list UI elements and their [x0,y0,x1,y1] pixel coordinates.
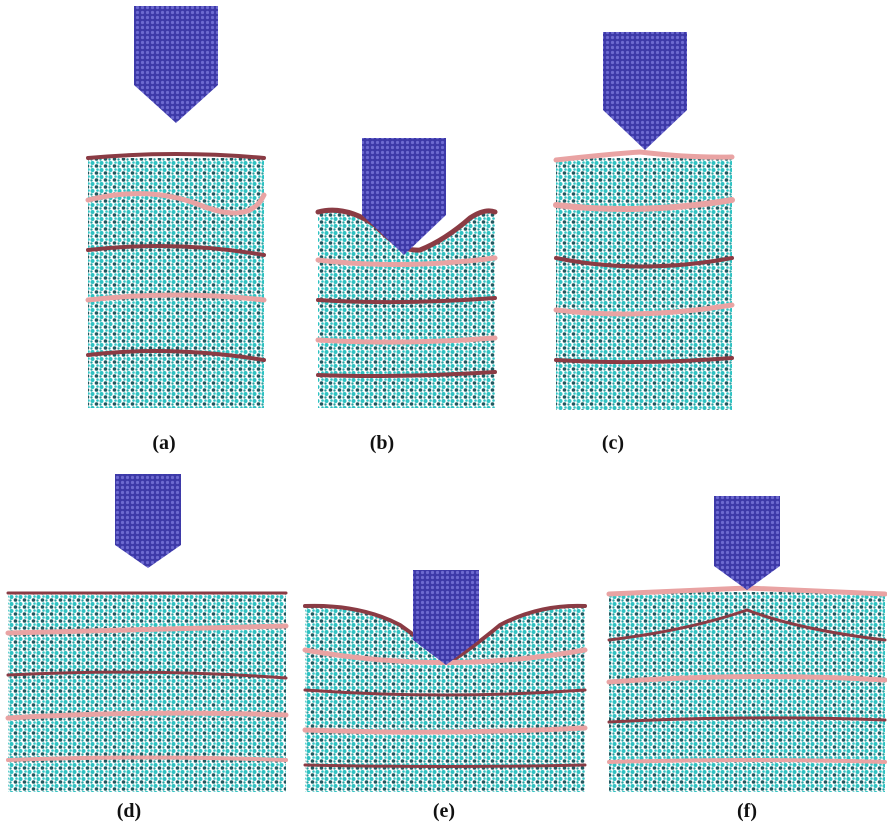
panel-label-b: (b) [362,432,402,455]
panel-b [318,138,495,408]
film-body [8,592,286,792]
panel-a [88,6,264,408]
panel-e [305,570,585,792]
panel-c [556,32,732,410]
panel-label-c: (c) [593,432,633,455]
panel-f [609,496,885,792]
panel-label-d: (d) [109,800,149,823]
panel-label-e: (e) [424,800,464,823]
panel-label-a: (a) [144,432,184,455]
indenter-tip [603,32,687,150]
indenter-tip [134,6,218,123]
panel-d [8,474,286,792]
film-body [556,158,732,410]
indenter-tip [115,474,181,568]
indenter-tip [714,496,780,590]
panel-label-f: (f) [727,800,767,823]
